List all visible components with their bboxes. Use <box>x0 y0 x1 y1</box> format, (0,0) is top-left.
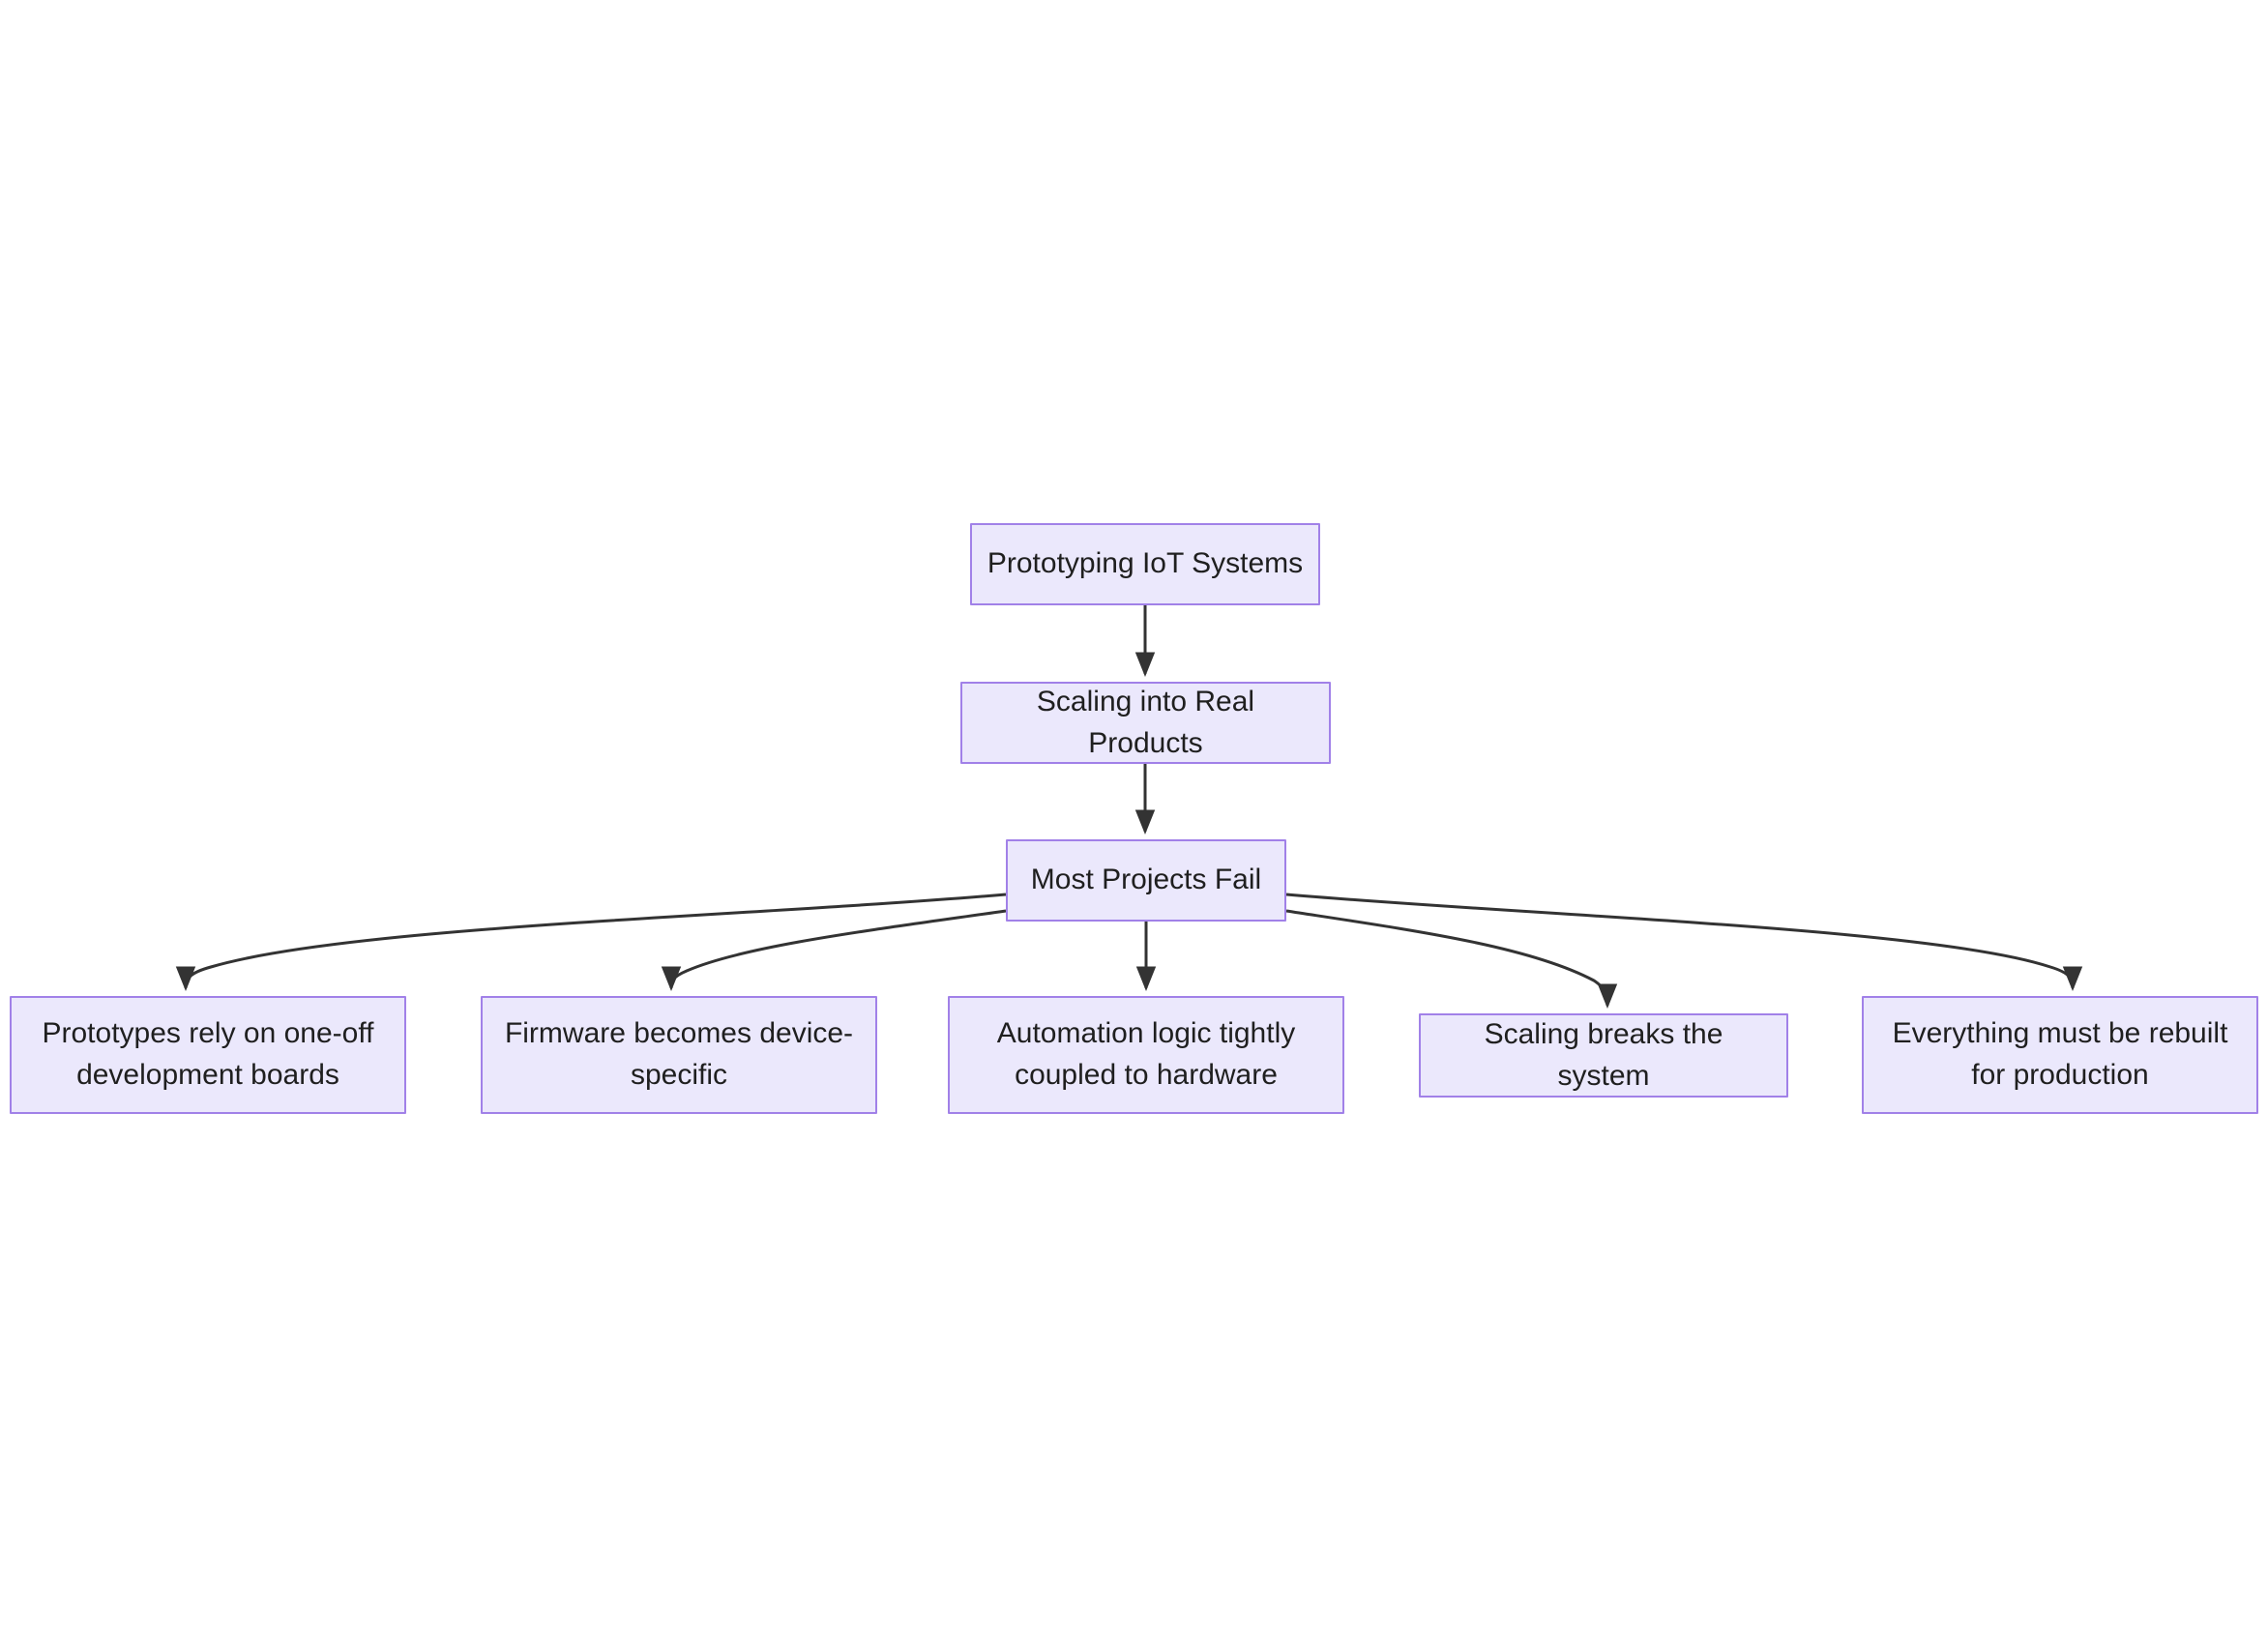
node-scaling-into-real-products[interactable]: Scaling into Real Products <box>960 682 1331 764</box>
node-label: Prototyping IoT Systems <box>987 547 1304 580</box>
node-prototypes-rely-on-one-off-development-boards[interactable]: Prototypes rely on one-off development b… <box>10 996 406 1114</box>
node-automation-logic-tightly-coupled-to-hardware[interactable]: Automation logic tightly coupled to hard… <box>948 996 1344 1114</box>
node-label: Everything must be rebuilt for productio… <box>1892 1017 2228 1091</box>
edge-mostfail-to-everything <box>1285 893 2083 991</box>
node-label: Most Projects Fail <box>1030 864 1262 896</box>
node-everything-must-be-rebuilt-for-production[interactable]: Everything must be rebuilt for productio… <box>1862 996 2258 1114</box>
edge-mostfail-to-scalingbreaks <box>1285 909 1618 1009</box>
node-label: Automation logic tightly coupled to hard… <box>996 1017 1296 1091</box>
node-label: Firmware becomes device- specific <box>504 1017 854 1091</box>
node-firmware-becomes-device-specific[interactable]: Firmware becomes device- specific <box>481 996 877 1114</box>
node-label: Scaling breaks the system <box>1484 1017 1723 1092</box>
node-most-projects-fail[interactable]: Most Projects Fail <box>1006 839 1286 922</box>
node-scaling-breaks-the-system[interactable]: Scaling breaks the system <box>1419 1013 1788 1098</box>
edge-mostfail-to-prototypes <box>175 893 1007 991</box>
node-label: Scaling into Real Products <box>1036 685 1255 759</box>
edge-mostfail-to-firmware <box>661 909 1007 991</box>
node-label: Prototypes rely on one-off development b… <box>42 1017 374 1091</box>
node-prototyping-iot-systems[interactable]: Prototyping IoT Systems <box>970 523 1320 605</box>
